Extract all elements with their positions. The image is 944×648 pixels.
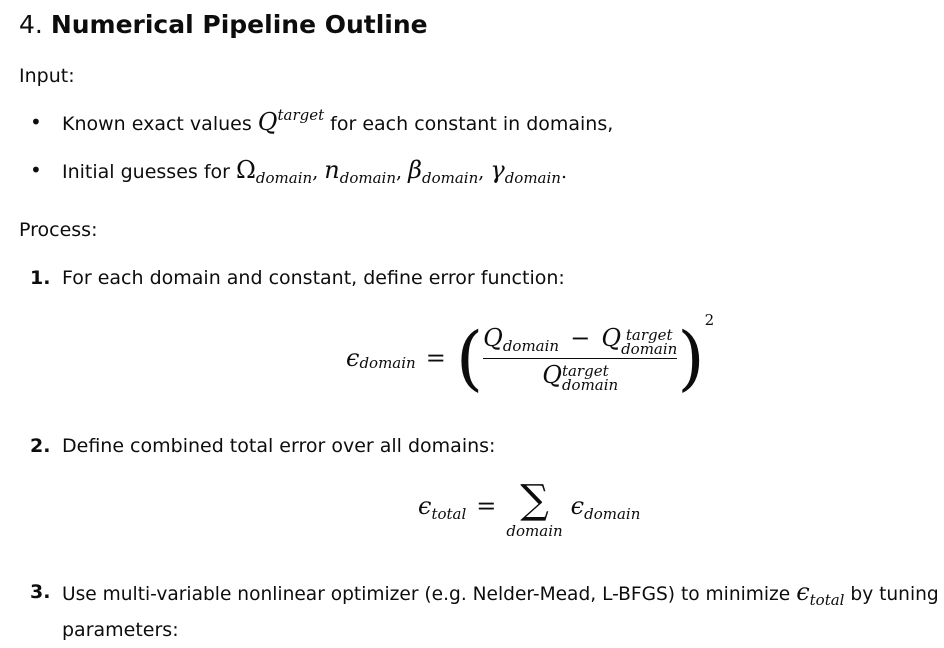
math-sub: domain — [359, 354, 416, 372]
step-number: 3. — [30, 581, 51, 603]
input-label: Input: — [19, 65, 75, 87]
math-gamma: γ — [490, 156, 505, 184]
math-beta: β — [408, 156, 422, 184]
math-sup: target — [277, 106, 325, 124]
math-q: Q — [257, 108, 278, 136]
section-number: 4. — [19, 10, 43, 39]
step-number: 2. — [30, 435, 51, 457]
bullet-item-1: Known exact values Qtarget for each cons… — [62, 106, 614, 138]
section-heading: 4. Numerical Pipeline Outline — [19, 9, 428, 41]
bullet-text: for each constant in domains, — [330, 113, 614, 135]
bullet-text: Initial guesses for — [62, 161, 230, 183]
right-paren: ) — [677, 317, 705, 399]
step-text: Define combined total error over all dom… — [62, 435, 496, 457]
step-number: 1. — [30, 267, 51, 289]
math-n: n — [324, 156, 340, 184]
bullet-dot: • — [30, 110, 42, 134]
summation: ∑ domain — [506, 477, 563, 540]
math-sub: domain — [504, 169, 561, 187]
left-paren: ( — [455, 317, 484, 399]
bullet-item-2: Initial guesses for Ωdomain, ndomain, βd… — [62, 156, 567, 187]
bullet-text: Known exact values — [62, 113, 252, 135]
step-text-continued: parameters: — [62, 619, 179, 641]
math-sub: domain — [421, 169, 479, 187]
step-text: Use multi-variable nonlinear optimizer (… — [62, 578, 939, 609]
math-sub: domain — [255, 169, 313, 187]
equation-total-error: ϵtotal = ∑ domain ϵdomain — [418, 477, 641, 540]
step-text: For each domain and constant, define err… — [62, 267, 565, 289]
bullet-dot: • — [30, 158, 42, 182]
process-label: Process: — [19, 219, 98, 241]
exponent: 2 — [704, 311, 715, 329]
math-epsilon: ϵ — [346, 344, 360, 372]
section-title: Numerical Pipeline Outline — [50, 10, 428, 39]
math-sub: domain — [339, 169, 397, 187]
math-omega: Ω — [236, 156, 256, 184]
